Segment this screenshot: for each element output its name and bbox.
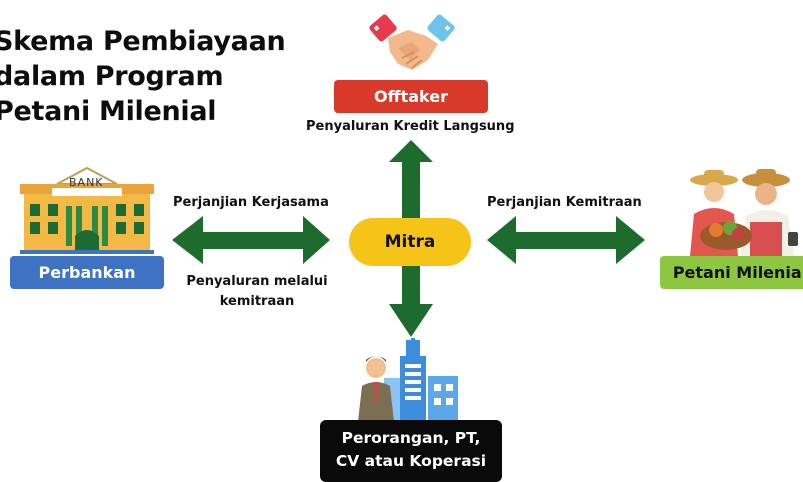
title-line-3: Petani Milenial [0,96,217,127]
entity-line-2: CV atau Koperasi [335,452,487,470]
title-line-2: dalam Program [0,61,224,92]
page-title: Skema Pembiayaan dalam Program Petani Mi… [0,24,286,129]
edge-label-top: Penyaluran Kredit Langsung [306,119,515,134]
offtaker-box: Offtaker [334,80,488,113]
farmers-icon [690,169,798,256]
edge-label-right-top: Perjanjian Kemitraan [487,195,642,210]
edge-label-left-bottom-line-2: kemitraan [219,294,295,309]
entity-line-1: Perorangan, PT, [341,429,481,447]
perbankan-box: Perbankan [10,256,164,289]
title-line-1: Skema Pembiayaan [0,26,286,57]
bank-building-icon [20,166,154,254]
petani-milenial-box: Petani Milenial [660,256,803,289]
mitra-node: Mitra [349,218,471,266]
right-double-arrow [487,216,645,264]
left-double-arrow [172,216,330,264]
edge-label-left-bottom: Penyaluran melalui kemitraan [172,272,342,312]
bank-sign-label: BANK [69,176,104,189]
businessman-city-icon [358,338,458,422]
edge-label-left-top: Perjanjian Kerjasama [173,195,329,210]
handshake-icon [369,14,455,70]
edge-label-left-bottom-line-1: Penyaluran melalui [186,274,328,289]
entity-box: Perorangan, PT, CV atau Koperasi [320,420,502,482]
